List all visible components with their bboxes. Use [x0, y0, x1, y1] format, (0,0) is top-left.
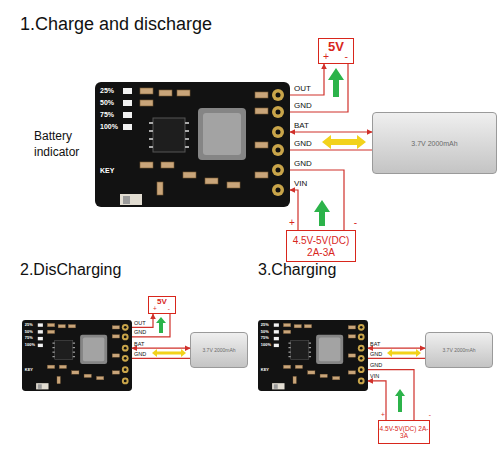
flow-arrow-green [328, 68, 344, 97]
callout-label: Battery indicator [34, 128, 96, 160]
node-text: 75% [100, 111, 114, 118]
node-text: 3.7V 2000mAh [191, 348, 247, 353]
node-text: 100% [100, 123, 118, 130]
flow-arrow-yellow [387, 349, 421, 357]
node-text: 3.7V 2000mAh [426, 348, 492, 353]
node-text: - [354, 218, 357, 228]
gnd-wire [368, 370, 414, 420]
gnd-wire [290, 170, 344, 230]
wire-connector [132, 314, 153, 327]
gnd-wire [290, 149, 372, 150]
board-parts [272, 323, 364, 389]
pin-name: VIN [370, 374, 379, 380]
wires [132, 64, 425, 420]
node-text: + [323, 52, 329, 62]
flow-arrow-yellow [152, 349, 186, 357]
gnd-wire [368, 358, 425, 359]
pin-name: GND [134, 330, 146, 336]
board-parts [36, 323, 128, 389]
node-text: + [381, 412, 385, 419]
output-box: 5V+ - [148, 296, 176, 314]
pin-name: GND [294, 140, 312, 148]
node-text: KEY [261, 368, 269, 372]
node-text: 4.5V-5V(DC) 2A-3A [287, 235, 355, 258]
pin-name: GND [294, 102, 312, 110]
flow-arrow-green [395, 389, 405, 412]
pin-name: GND [370, 352, 382, 358]
node-text: - [168, 306, 170, 312]
node-text: 75% [261, 336, 269, 340]
node-text: KEY [25, 368, 33, 372]
battery: 3.7V 2000mAh [190, 332, 248, 368]
gnd-wire [132, 358, 190, 359]
node-text: 75% [25, 336, 33, 340]
node-text: 100% [261, 343, 271, 347]
pin-name: OUT [294, 85, 311, 93]
pin-name: GND [134, 352, 146, 358]
wire-connector [368, 381, 386, 420]
node-text: 25% [25, 323, 33, 327]
pin-name: BAT [370, 342, 380, 348]
flow-arrow-green [156, 317, 166, 333]
node-text: 5V [149, 298, 175, 306]
section-heading: 2.DisCharging [20, 262, 121, 278]
gnd-wire [290, 64, 348, 112]
wire-connector [290, 131, 372, 132]
node-text: 50% [261, 330, 269, 334]
node-text: 100% [25, 343, 35, 347]
input-box: 4.5V-5V(DC) 2A-3A+- [286, 230, 356, 262]
node-text: + [289, 218, 295, 228]
pin-name: BAT [294, 122, 309, 130]
battery: 3.7V 2000mAh [372, 112, 497, 174]
pin-name: GND [370, 363, 382, 369]
node-text: - [345, 52, 348, 62]
pin-name: VIN [294, 180, 307, 188]
node-text: 3.7V 2000mAh [373, 140, 496, 147]
output-box: 5V+- [318, 38, 354, 64]
wire-connector [290, 190, 298, 230]
section-heading: 3.Charging [258, 262, 336, 278]
wire-connector [132, 348, 190, 349]
node-text: + [153, 306, 157, 312]
node-text: KEY [100, 167, 114, 174]
diagram-title: 1.Charge and discharge [20, 14, 212, 35]
pin-name: GND [294, 160, 312, 168]
node-text: - [429, 412, 431, 419]
board-parts [120, 88, 284, 205]
gnd-wire [132, 314, 170, 337]
pin-name: OUT [134, 321, 146, 327]
flow-arrow-yellow [322, 135, 366, 149]
node-text: 50% [25, 330, 33, 334]
wire-connector [290, 64, 324, 95]
input-box: 4.5V-5V(DC) 2A-3A+- [378, 420, 430, 444]
battery: 3.7V 2000mAh [425, 332, 493, 368]
node-text: 25% [100, 87, 114, 94]
wire-connector [368, 348, 425, 349]
node-text: 25% [261, 323, 269, 327]
pin-name: BAT [134, 342, 144, 348]
node-text: 50% [100, 99, 114, 106]
node-text: 4.5V-5V(DC) 2A-3A [379, 425, 429, 440]
flow-arrow-green [314, 200, 330, 226]
